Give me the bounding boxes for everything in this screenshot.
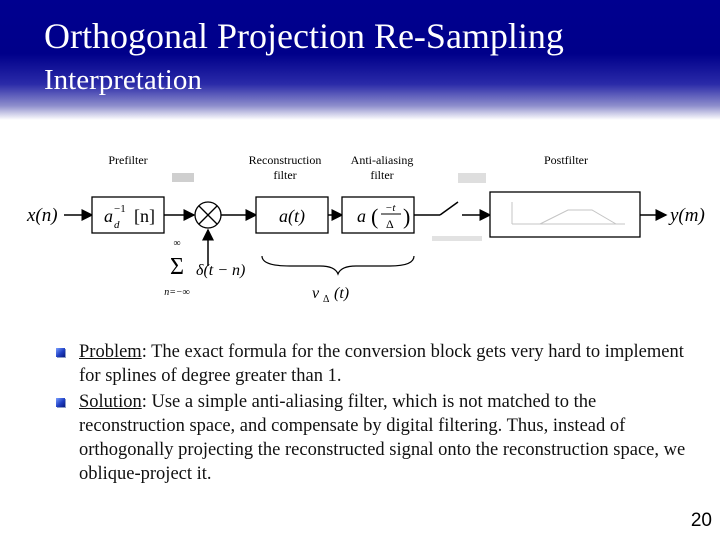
- postfilter-block: [489, 191, 641, 238]
- brace: [261, 255, 415, 276]
- faint-artifact: [172, 173, 194, 182]
- bullet-marker-icon: [56, 398, 65, 407]
- bullet-marker-icon: [56, 348, 65, 357]
- output-signal: y(m): [668, 205, 705, 226]
- prefilter-subscript: d: [114, 219, 120, 231]
- reconstruction-filter-block: [255, 196, 329, 234]
- paren-left: (: [371, 204, 378, 229]
- bullet-term: Solution: [79, 392, 142, 412]
- anti-aliasing-filter-label-line2: filter: [370, 168, 393, 182]
- v-delta-subscript: Δ: [323, 294, 330, 305]
- prefilter-label: Prefilter: [108, 153, 147, 167]
- input-signal: x(n): [26, 205, 58, 226]
- reconstruction-filter-label-line2: filter: [273, 168, 296, 182]
- prefilter-superscript: −1: [114, 203, 126, 215]
- title-banner: Orthogonal Projection Re-Sampling Interp…: [0, 0, 720, 120]
- paren-right: ): [403, 204, 410, 229]
- block-diagram: Prefilter Reconstruction filter Anti-ali…: [26, 153, 705, 305]
- v-delta-label: v: [312, 285, 320, 302]
- reconstruction-filter-label: Reconstruction: [249, 153, 322, 167]
- slide-subtitle: Interpretation: [44, 64, 202, 96]
- bullet-text: : The exact formula for the conversion b…: [79, 342, 684, 386]
- multiplier-cross: [198, 205, 218, 225]
- prefilter-formula: a: [104, 206, 113, 226]
- faint-artifact: [432, 236, 482, 241]
- anti-aliasing-filter-label: Anti-aliasing: [351, 153, 414, 167]
- anti-aliasing-filter-formula: a: [357, 206, 366, 226]
- sampler-switch: [439, 201, 459, 216]
- impulse-train: δ(t − n): [196, 262, 245, 279]
- bullet-term: Problem: [79, 342, 142, 362]
- sum-bottom: n=−∞: [164, 287, 190, 298]
- postfilter-label: Postfilter: [544, 153, 588, 167]
- anti-aliasing-filter-block: [341, 196, 415, 234]
- sum-symbol: Σ: [170, 254, 184, 280]
- bullet-solution: Solution: Use a simple anti-aliasing fil…: [56, 390, 686, 486]
- anti-aliasing-numerator: −t: [385, 202, 396, 214]
- bullet-list: Problem: The exact formula for the conve…: [56, 340, 686, 488]
- page-number: 20: [690, 510, 712, 531]
- v-delta-argument: (t): [334, 285, 349, 302]
- reconstruction-filter-formula: a(t): [279, 206, 305, 227]
- postfilter-plot-sketch: [511, 202, 625, 225]
- faint-artifact: [458, 173, 486, 183]
- bullet-text: : Use a simple anti-aliasing filter, whi…: [79, 392, 686, 484]
- anti-aliasing-denominator: Δ: [386, 217, 394, 231]
- bullet-problem: Problem: The exact formula for the conve…: [56, 340, 686, 388]
- sum-top: ∞: [173, 238, 180, 249]
- prefilter-argument: [n]: [134, 206, 155, 226]
- slide-title: Orthogonal Projection Re-Sampling: [44, 16, 564, 56]
